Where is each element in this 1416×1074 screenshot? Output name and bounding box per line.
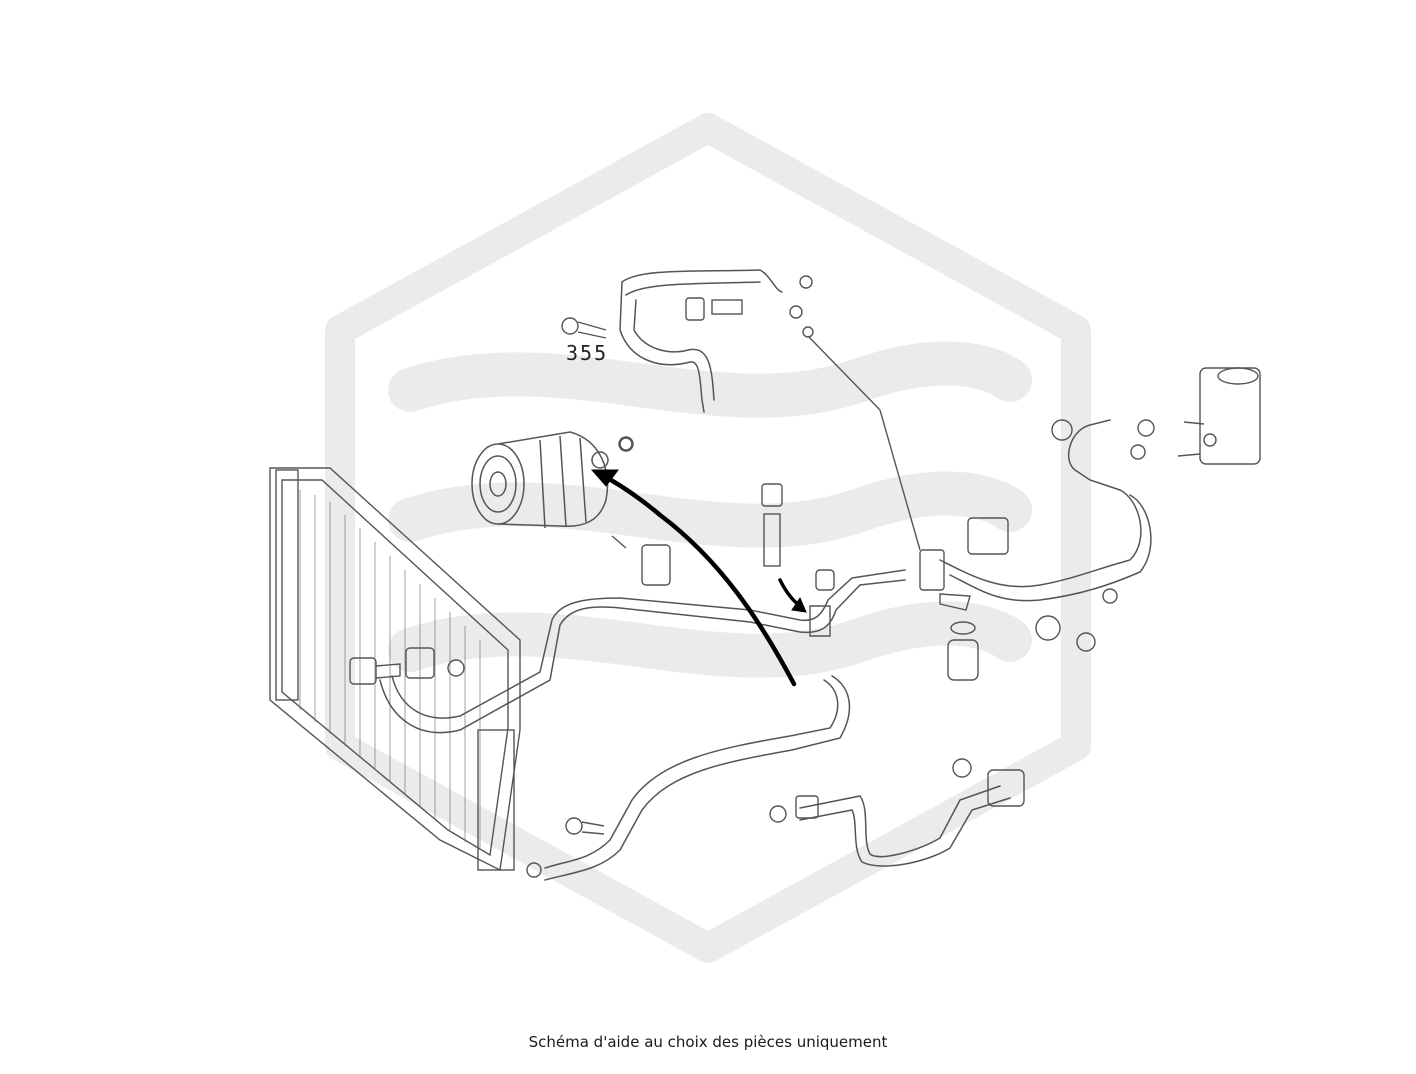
small-direction-arrow <box>778 578 807 613</box>
part-number-label: 355 <box>566 341 609 365</box>
diagram-caption: Schéma d'aide au choix des pièces unique… <box>528 1033 888 1051</box>
fittings <box>349 275 1261 878</box>
condenser <box>269 467 521 872</box>
watermark-logo <box>325 113 1091 963</box>
compressor <box>471 431 633 529</box>
direction-arrow <box>590 469 797 687</box>
refrigerant-lines <box>379 269 1152 881</box>
